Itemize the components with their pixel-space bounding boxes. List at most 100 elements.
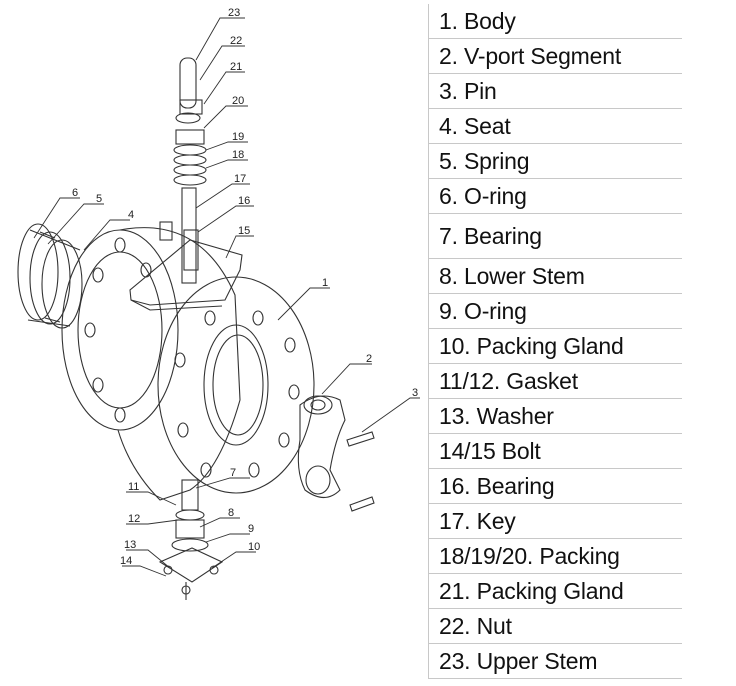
- part-number: 21.: [439, 577, 471, 604]
- callout-19: 19: [232, 131, 244, 143]
- parts-cell: 14/15 Bolt: [428, 433, 682, 469]
- pins: [346, 431, 375, 512]
- parts-cell: 18/19/20. Packing: [428, 538, 682, 574]
- part-number: 7.: [439, 222, 458, 249]
- part-number: 18/19/20.: [439, 542, 534, 569]
- callout-12: 12: [128, 513, 140, 525]
- parts-row: 21. Packing Gland: [428, 573, 682, 609]
- part-name: Bearing: [464, 222, 542, 249]
- parts-cell: 9. O-ring: [428, 293, 682, 329]
- parts-cell: 23. Upper Stem: [428, 643, 682, 679]
- parts-row: 5. Spring: [428, 143, 682, 179]
- parts-row: 17. Key: [428, 503, 682, 539]
- part-number: 14/15: [439, 437, 496, 464]
- callout-labels: 23 22 21 20 19 18 17 16 15 6 5 4 1 2 3 7…: [72, 7, 418, 567]
- part-number: 5.: [439, 147, 458, 174]
- callout-17: 17: [234, 173, 246, 185]
- part-number: 2.: [439, 42, 458, 69]
- parts-cell: 3. Pin: [428, 73, 682, 109]
- parts-row: 3. Pin: [428, 73, 682, 109]
- part-number: 23.: [439, 647, 471, 674]
- callout-21: 21: [230, 61, 242, 73]
- part-number: 17.: [439, 507, 471, 534]
- parts-cell: 21. Packing Gland: [428, 573, 682, 609]
- part-name: Bearing: [476, 472, 555, 499]
- part-number: 1.: [439, 7, 458, 34]
- part-number: 3.: [439, 77, 458, 104]
- part-name: O-ring: [464, 182, 527, 209]
- callout-7: 7: [230, 467, 236, 479]
- parts-cell: 1. Body: [428, 4, 682, 39]
- callout-5: 5: [96, 193, 102, 205]
- parts-row: 2. V-port Segment: [428, 38, 682, 74]
- part-name: Packing Gland: [476, 577, 624, 604]
- parts-row: 7. Bearing: [428, 213, 682, 259]
- callout-3: 3: [412, 387, 418, 399]
- exploded-valve-drawing: 23 22 21 20 19 18 17 16 15 6 5 4 1 2 3 7…: [17, 7, 420, 600]
- front-flange: [157, 276, 315, 494]
- callout-11: 11: [128, 481, 139, 493]
- parts-row: 4. Seat: [428, 108, 682, 144]
- parts-row: 10. Packing Gland: [428, 328, 682, 364]
- part-name: Pin: [464, 77, 497, 104]
- part-number: 22.: [439, 612, 471, 639]
- part-name: Gasket: [506, 367, 578, 394]
- parts-cell: 7. Bearing: [428, 213, 682, 259]
- part-number: 11/12.: [439, 367, 501, 394]
- parts-row: 14/15 Bolt: [428, 433, 682, 469]
- callout-8: 8: [228, 507, 234, 519]
- callout-20: 20: [232, 95, 244, 107]
- part-number: 6.: [439, 182, 458, 209]
- callout-2: 2: [366, 353, 372, 365]
- callout-14: 14: [120, 555, 132, 567]
- part-name: Packing: [539, 542, 620, 569]
- part-number: 16.: [439, 472, 471, 499]
- part-name: Washer: [476, 402, 554, 429]
- parts-row: 9. O-ring: [428, 293, 682, 329]
- parts-cell: 8. Lower Stem: [428, 258, 682, 294]
- callout-23: 23: [228, 7, 240, 19]
- callout-16: 16: [238, 195, 250, 207]
- part-name: Upper Stem: [476, 647, 598, 674]
- part-name: Nut: [476, 612, 512, 639]
- leader-lines: [33, 17, 420, 577]
- part-number: 8.: [439, 262, 458, 289]
- callout-6: 6: [72, 187, 78, 199]
- upper-stem-assembly: [159, 57, 207, 284]
- part-name: Body: [464, 7, 516, 34]
- parts-cell: 10. Packing Gland: [428, 328, 682, 364]
- parts-cell: 5. Spring: [428, 143, 682, 179]
- parts-row: 18/19/20. Packing: [428, 538, 682, 574]
- part-name: O-ring: [464, 297, 527, 324]
- callout-4: 4: [128, 209, 134, 221]
- parts-cell: 6. O-ring: [428, 178, 682, 214]
- seat-spring-oring: [17, 223, 83, 329]
- parts-cell: 11/12. Gasket: [428, 363, 682, 399]
- callout-9: 9: [248, 523, 254, 535]
- callout-22: 22: [230, 35, 242, 47]
- part-name: Packing Gland: [476, 332, 624, 359]
- callout-1: 1: [322, 277, 328, 289]
- part-name: Bolt: [501, 437, 541, 464]
- valve-body: [117, 227, 243, 501]
- parts-row: 13. Washer: [428, 398, 682, 434]
- rear-flange: [61, 229, 179, 431]
- part-name: Key: [476, 507, 516, 534]
- parts-row: 8. Lower Stem: [428, 258, 682, 294]
- part-name: Lower Stem: [464, 262, 585, 289]
- part-name: Spring: [464, 147, 530, 174]
- callout-10: 10: [248, 541, 260, 553]
- part-number: 10.: [439, 332, 471, 359]
- parts-cell: 4. Seat: [428, 108, 682, 144]
- parts-row: 16. Bearing: [428, 468, 682, 504]
- parts-row: 22. Nut: [428, 608, 682, 644]
- callout-18: 18: [232, 149, 244, 161]
- callout-13: 13: [124, 539, 136, 551]
- part-number: 4.: [439, 112, 458, 139]
- parts-cell: 17. Key: [428, 503, 682, 539]
- parts-cell: 22. Nut: [428, 608, 682, 644]
- parts-row: 1. Body: [428, 4, 682, 39]
- parts-row: 6. O-ring: [428, 178, 682, 214]
- part-name: V-port Segment: [464, 42, 622, 69]
